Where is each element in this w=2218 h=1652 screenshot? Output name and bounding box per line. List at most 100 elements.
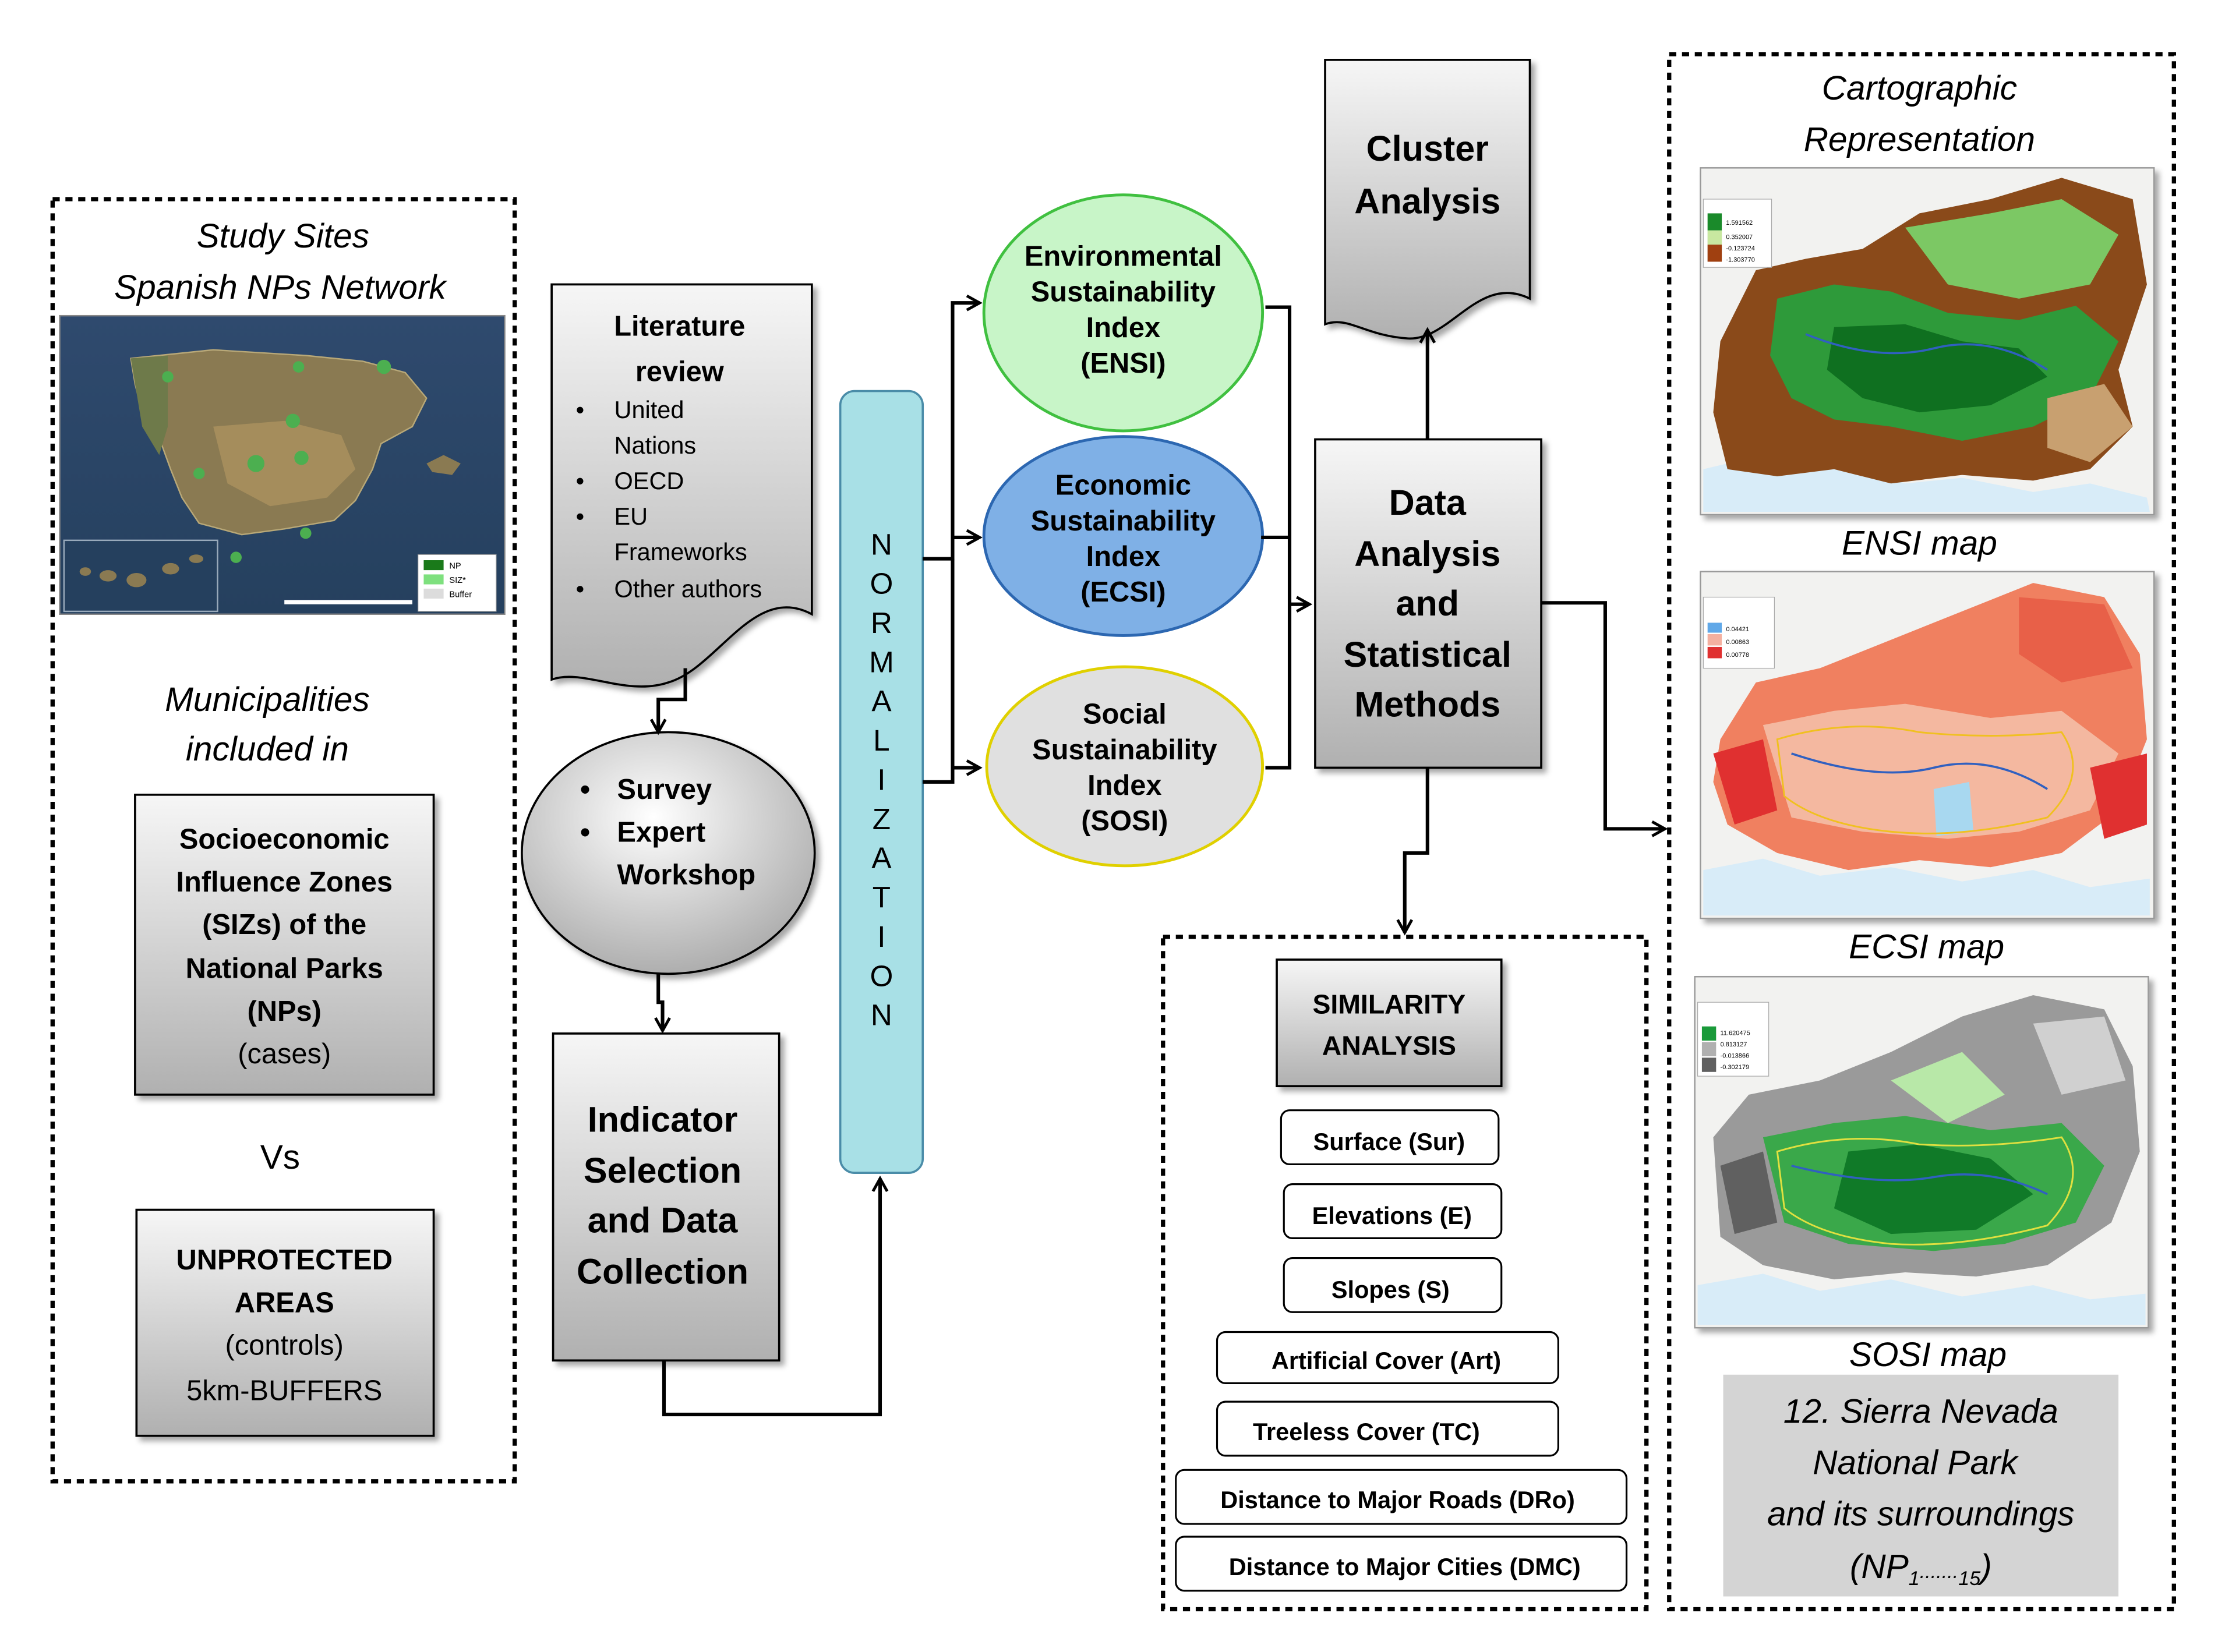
svg-text:•: •	[580, 774, 590, 805]
sosi-label: Sustainability	[1032, 734, 1217, 766]
ecsi-label: Sustainability	[1031, 505, 1216, 537]
legend-buffer: Buffer	[449, 590, 472, 599]
ensi-map: 1.591562 0.352007 -0.123724 -1.303770	[1700, 167, 2155, 516]
study-sites-panel: Study Sites Spanish NPs Network	[50, 197, 517, 1484]
ensi-legend-value: 1.591562	[1726, 220, 1753, 227]
cluster-label: Analysis	[1354, 181, 1500, 221]
similarity-title-box	[1276, 958, 1503, 1088]
svg-text:•: •	[576, 503, 585, 530]
sosi-map: 11.620475 0.813127 -0.013866 -0.302179	[1694, 976, 2149, 1329]
similarity-item-label: Distance to Major Cities (DMC)	[1229, 1553, 1581, 1580]
similarity-title: SIMILARITY	[1313, 989, 1466, 1020]
spain-np-network-map: NP SIZ* Buffer	[59, 314, 506, 615]
caption-line: and its surroundings	[1767, 1495, 2075, 1533]
ensi-label: Environmental	[1025, 241, 1222, 273]
siz-line: Socioeconomic	[179, 824, 390, 855]
siz-line: (NPs)	[247, 996, 321, 1027]
normalization-letter: N	[871, 999, 892, 1032]
legend-np: NP	[449, 562, 461, 571]
ecsi-label: Index	[1086, 541, 1160, 572]
ecsi-legend-value: 0.00863	[1726, 639, 1749, 646]
ensi-label: Sustainability	[1031, 277, 1216, 308]
ecsi-label: Economic	[1055, 470, 1191, 501]
literature-item: Nations	[614, 431, 697, 459]
survey-item: Survey	[617, 774, 712, 805]
literature-title: review	[635, 356, 725, 387]
ecsi-legend-value: 0.04421	[1726, 626, 1749, 633]
literature-review-box: Literature review • United Nations • OEC…	[550, 283, 813, 688]
ecsi-legend-value: 0.00778	[1726, 652, 1749, 659]
normalization-letter: R	[871, 606, 892, 639]
sosi-legend-value: 0.813127	[1721, 1041, 1747, 1048]
caption-line: National Park	[1813, 1444, 2019, 1482]
siz-cases: (cases)	[238, 1038, 331, 1070]
literature-item: EU	[614, 503, 648, 530]
ensi-label: Index	[1086, 312, 1160, 344]
map-legend: NP SIZ* Buffer	[418, 554, 497, 612]
svg-text:•: •	[576, 467, 585, 494]
normalization-letter: A	[871, 685, 892, 718]
literature-item: Frameworks	[614, 538, 747, 565]
normalization-letter: Z	[873, 802, 891, 836]
similarity-item-label: Distance to Major Roads (DRo)	[1220, 1486, 1575, 1513]
cartographic-border	[1667, 52, 2176, 1612]
indicator-line: Selection	[584, 1151, 741, 1190]
similarity-border	[1161, 935, 1649, 1612]
literature-title: Literature	[614, 310, 745, 342]
ecsi-map-label: ECSI map	[1849, 928, 2004, 966]
canary-islands-inset	[63, 539, 218, 613]
caption-line: 12. Sierra Nevada	[1783, 1393, 2058, 1431]
normalization-letter: O	[870, 567, 893, 600]
literature-item: Other authors	[614, 575, 762, 602]
sosi-ellipse: Social Sustainability Index (SOSI)	[985, 665, 1265, 868]
similarity-analysis-panel: SIMILARITY ANALYSIS Surface (Sur) Elevat…	[1161, 935, 1649, 1612]
data-analysis-line: Statistical	[1344, 635, 1511, 674]
indicator-line: Indicator	[588, 1099, 738, 1139]
data-analysis-line: and	[1396, 583, 1459, 623]
normalization-letter: M	[869, 645, 894, 678]
similarity-item-label: Surface (Sur)	[1313, 1128, 1465, 1155]
cluster-analysis-box: Cluster Analysis	[1324, 58, 1531, 340]
sosi-label: Index	[1087, 770, 1162, 801]
study-sites-border	[50, 197, 517, 1484]
unprotected-controls: (controls)	[225, 1330, 343, 1361]
normalization-letter: I	[877, 763, 885, 796]
similarity-title: ANALYSIS	[1322, 1031, 1456, 1061]
sosi-legend-value: 11.620475	[1721, 1030, 1750, 1037]
similarity-item-label: Slopes (S)	[1331, 1276, 1450, 1303]
study-sites-subtitle: Spanish NPs Network	[114, 268, 447, 306]
sosi-legend-value: -0.302179	[1721, 1064, 1749, 1071]
indicator-selection-box: Indicator Selection and Data Collection	[552, 1032, 780, 1362]
study-area-caption: 12. Sierra Nevada National Park and its …	[1723, 1374, 2119, 1597]
connector-normalization-trunk	[923, 558, 955, 784]
survey-item: Workshop	[617, 859, 755, 891]
normalization-letter: T	[873, 881, 891, 914]
data-analysis-line: Data	[1389, 483, 1467, 522]
sosi-label: Social	[1083, 699, 1167, 730]
connectors	[658, 303, 1665, 1417]
np-markers	[162, 359, 391, 563]
siz-line: National Parks	[186, 953, 383, 985]
ecsi-label: (ECSI)	[1080, 576, 1165, 608]
arrow-survey-to-indicator	[658, 974, 662, 1031]
survey-ellipse: • Survey • Expert Workshop	[521, 731, 816, 975]
similarity-item: Distance to Major Roads (DRo)	[1175, 1469, 1628, 1525]
ensi-legend-value: -0.123724	[1726, 245, 1754, 252]
data-analysis-line: Analysis	[1354, 534, 1500, 574]
survey-item: Expert	[617, 816, 705, 848]
arrow-normalization-to-ensi	[923, 303, 980, 561]
cartographic-title: Cartographic	[1822, 69, 2017, 107]
similarity-item-label: Treeless Cover (TC)	[1253, 1418, 1480, 1445]
sosi-map-label: SOSI map	[1849, 1336, 2007, 1374]
normalization-letter: N	[871, 528, 892, 561]
vs-label: Vs	[260, 1138, 300, 1176]
similarity-item: Distance to Major Cities (DMC)	[1175, 1536, 1628, 1592]
ensi-label: (ENSI)	[1080, 348, 1165, 379]
unprotected-buffers: 5km-BUFFERS	[186, 1375, 382, 1407]
indicator-line: Collection	[577, 1252, 748, 1292]
similarity-item-label: Elevations (E)	[1312, 1202, 1472, 1229]
similarity-item: Surface (Sur)	[1280, 1109, 1500, 1166]
normalization-letter: A	[871, 841, 892, 875]
